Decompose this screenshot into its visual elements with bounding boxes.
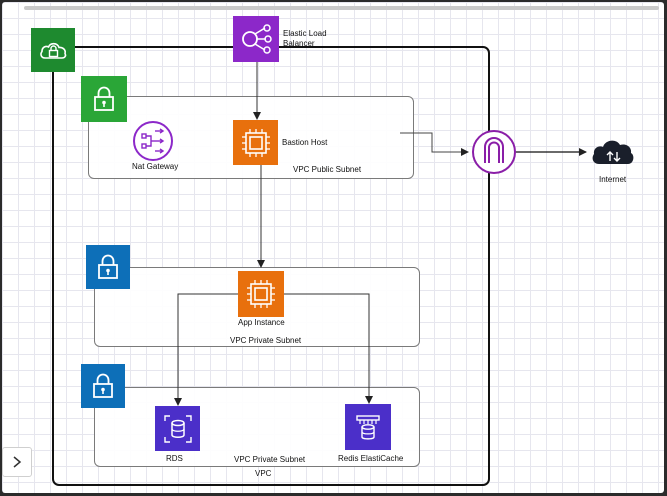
internet-label: Internet <box>599 175 627 184</box>
vpc-label: VPC <box>255 469 272 478</box>
cloud-lock-icon[interactable] <box>31 28 75 72</box>
internet-gateway-icon[interactable] <box>471 129 517 175</box>
canvas-top-divider <box>24 6 659 10</box>
cloud-icon[interactable] <box>589 134 637 170</box>
nat-gateway-label: Nat Gateway <box>132 162 179 171</box>
elb-label: Elastic Load Balancer <box>283 29 327 48</box>
ec2-instance-icon[interactable] <box>233 120 278 165</box>
edge-app-to-redis <box>284 293 373 404</box>
padlock-icon[interactable] <box>81 364 125 408</box>
elastic-load-balancer-icon[interactable] <box>233 16 279 62</box>
rds-database-icon[interactable] <box>155 406 200 451</box>
padlock-icon[interactable] <box>86 245 130 289</box>
private-subnet-2-label: VPC Private Subnet <box>234 455 306 464</box>
elasticache-icon[interactable] <box>345 404 391 450</box>
private-subnet-1-label: VPC Private Subnet <box>230 336 302 345</box>
ec2-instance-icon[interactable] <box>238 271 284 317</box>
chevron-right-icon <box>13 456 22 468</box>
expand-panel-button[interactable] <box>2 447 32 477</box>
app-instance-label: App Instance <box>238 318 285 327</box>
redis-elasticache-label: Redis ElastiCache <box>338 454 404 463</box>
public-subnet-label: VPC Public Subnet <box>293 165 362 174</box>
rds-label: RDS <box>166 454 183 463</box>
edge-app-to-rds <box>174 293 238 406</box>
nat-gateway-icon[interactable] <box>131 119 175 163</box>
bastion-host-label: Bastion Host <box>282 138 328 147</box>
edge-bastion-to-internet-gateway <box>400 132 469 156</box>
padlock-icon[interactable] <box>81 76 127 122</box>
